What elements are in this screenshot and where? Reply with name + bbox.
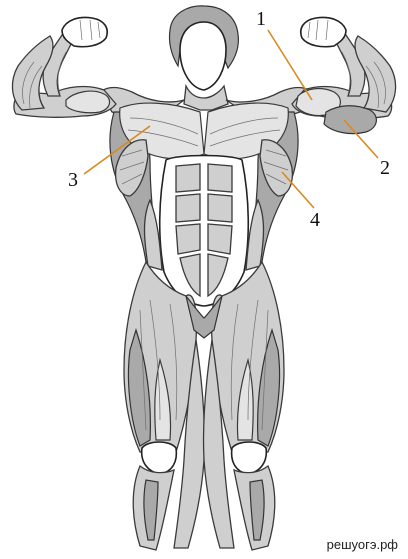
right-arm [292, 18, 396, 134]
forearm-flexor-shape [324, 106, 376, 134]
watermark: решуогэ.рф [327, 537, 399, 552]
torso [110, 103, 298, 306]
label-2: 2 [380, 157, 390, 179]
label-4: 4 [310, 209, 320, 231]
head [169, 6, 238, 110]
label-3: 3 [68, 169, 78, 191]
left-arm [12, 18, 116, 118]
label-1: 1 [256, 8, 266, 30]
